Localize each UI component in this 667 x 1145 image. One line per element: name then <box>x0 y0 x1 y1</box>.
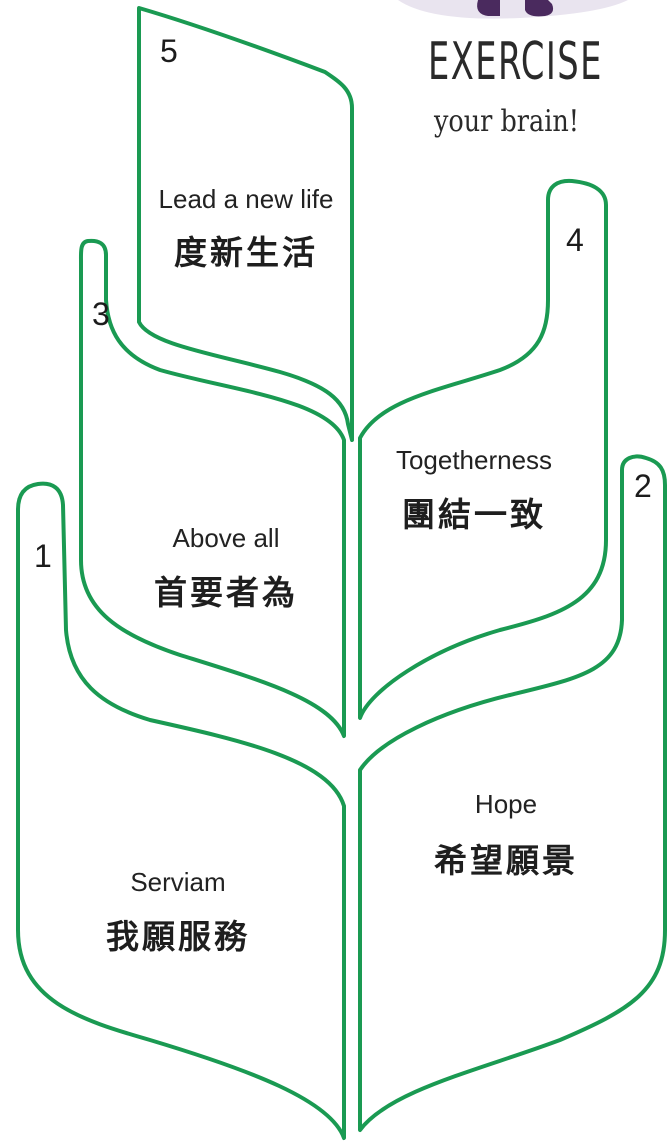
leaf-1-number: 1 <box>34 538 52 574</box>
leaf-1-english: Serviam <box>130 867 226 897</box>
leaf-1-chinese: 我願服務 <box>106 917 250 956</box>
leaf-2-outline <box>358 454 667 1132</box>
leaf-3-outline <box>78 238 346 738</box>
leaf-1-outline <box>16 481 346 1140</box>
leaf-4-number: 4 <box>566 222 584 258</box>
leaf-2-english: Hope <box>474 789 538 819</box>
leaf-4-outline <box>358 178 608 720</box>
leaf-3-english: Above all <box>172 523 280 553</box>
leaf-2-number: 2 <box>634 468 652 504</box>
mascot-feet-icon <box>398 0 628 19</box>
leaf-5-number: 5 <box>160 33 178 69</box>
leaf-5-english: Lead a new life <box>158 184 334 214</box>
leaf-3-chinese: 首要者為 <box>154 573 298 612</box>
leaf-4-chinese: 團結一致 <box>402 495 546 534</box>
leaf-3-number: 3 <box>92 296 110 332</box>
leaf-5-chinese: 度新生活 <box>174 233 318 272</box>
leaf-5-outline <box>137 6 354 442</box>
header-subtitle: your brain! <box>434 104 580 139</box>
leaf-4-english: Togetherness <box>395 445 553 475</box>
leaf-2-chinese: 希望願景 <box>434 841 578 880</box>
header-title: EXERCISE <box>428 32 603 92</box>
